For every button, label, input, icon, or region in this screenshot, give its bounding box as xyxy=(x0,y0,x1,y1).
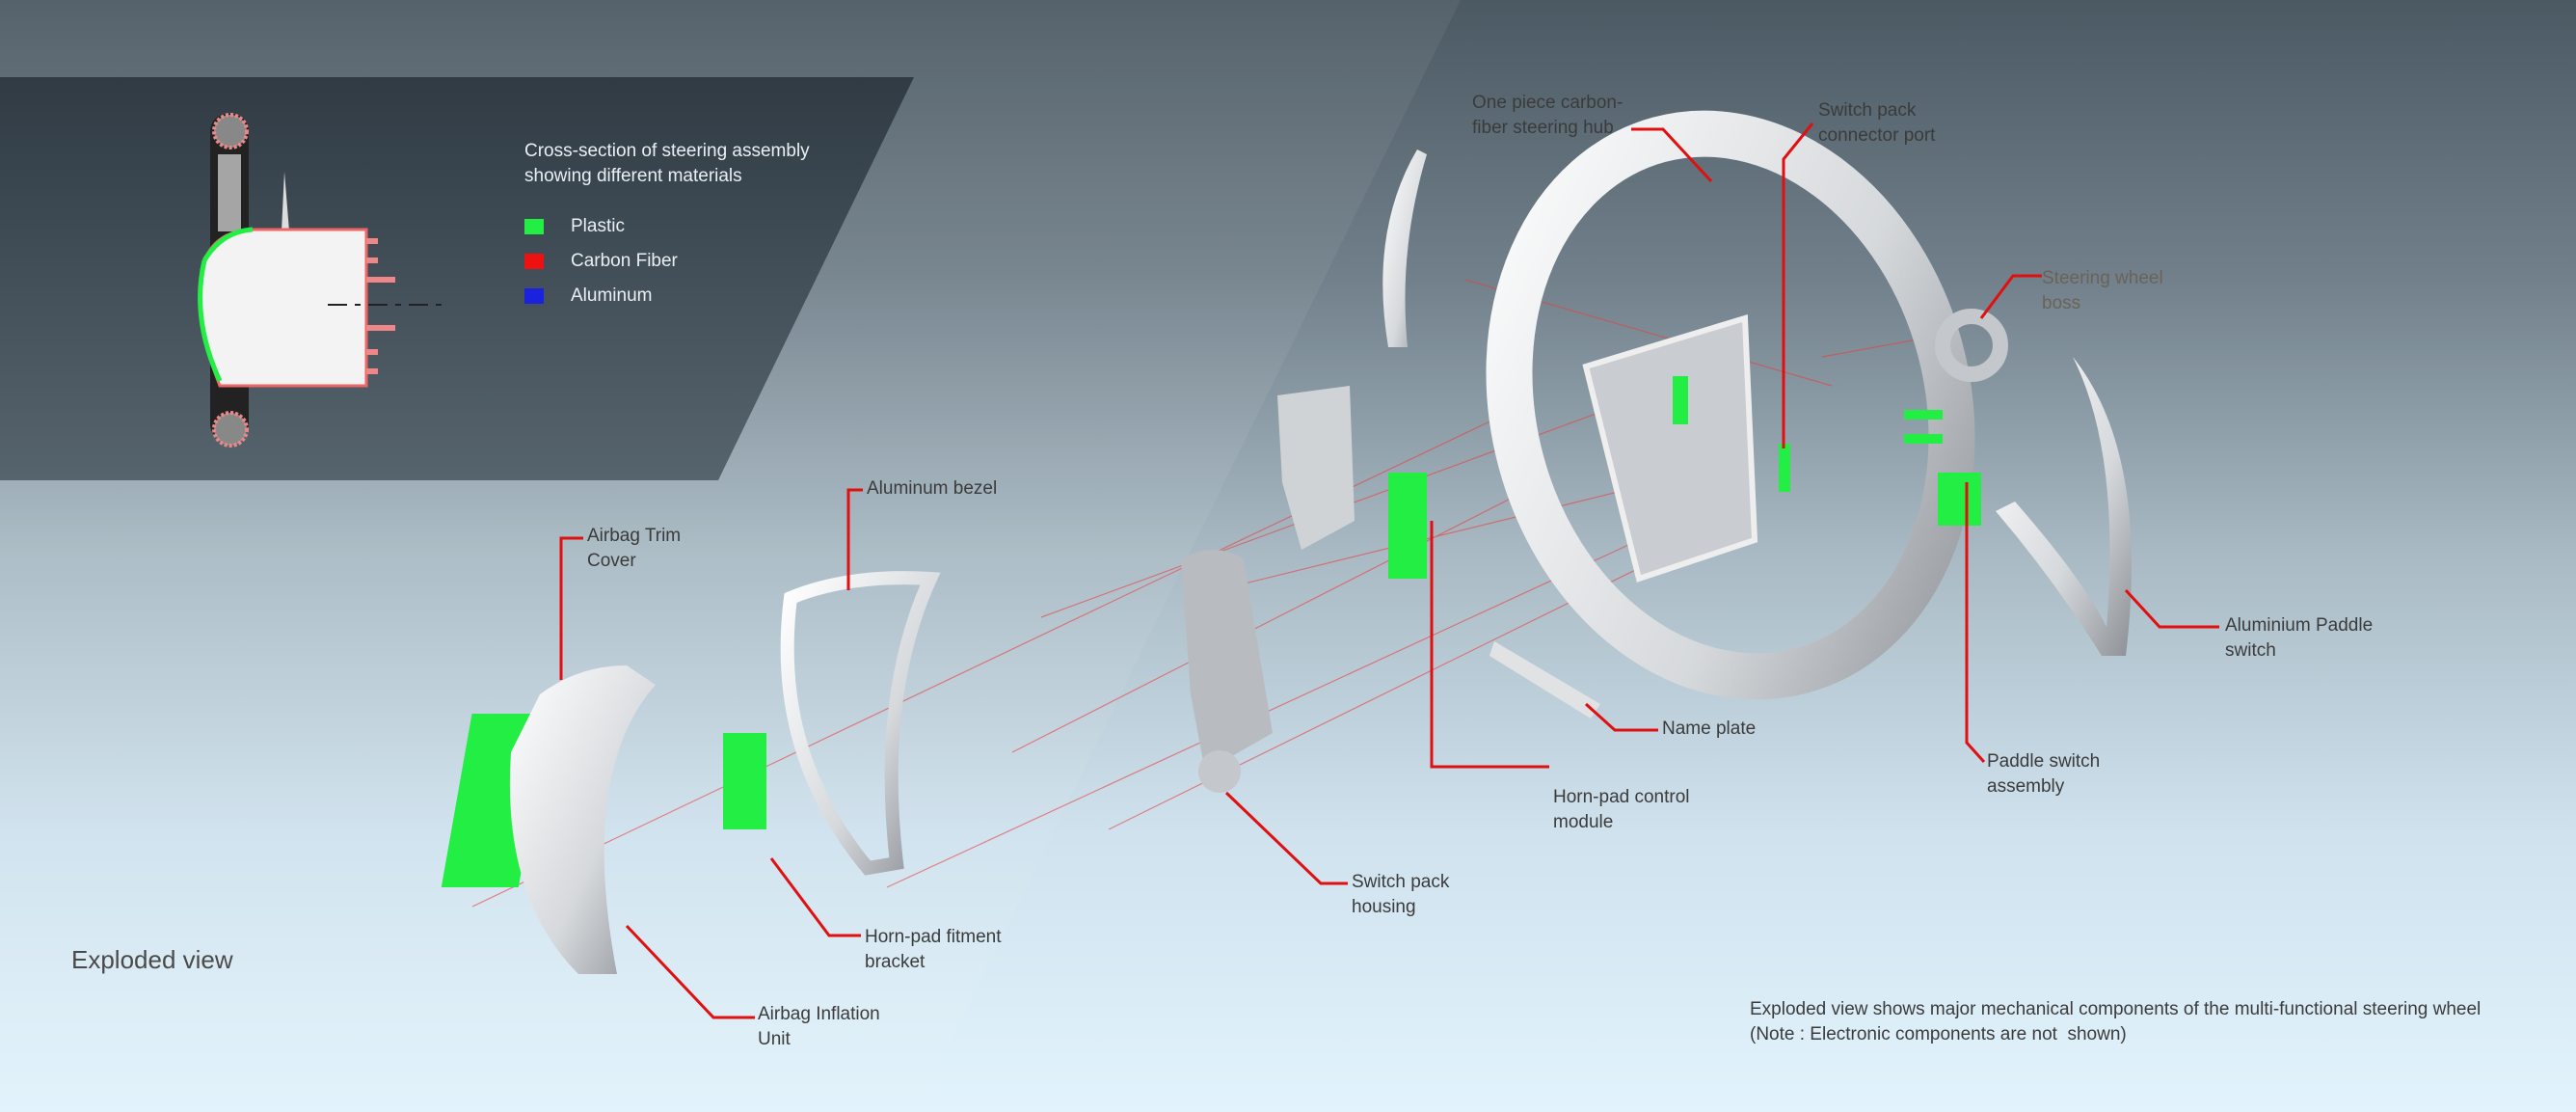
label-paddle-switch-assembly: Paddle switch assembly xyxy=(1987,751,2101,797)
aluminum-swatch xyxy=(524,288,544,304)
steering-wheel-boss xyxy=(1935,309,2008,382)
label-paddle-switch: Aluminium Paddle switch xyxy=(2225,615,2374,661)
label-name-plate: Name plate xyxy=(1662,719,1757,739)
aluminum-bezel xyxy=(780,571,941,876)
label-airbag-inflation-unit: Airbag Inflation Unit xyxy=(758,1004,880,1049)
paddle-switch xyxy=(1996,357,2132,656)
label-steering-wheel-boss: Steering wheel boss xyxy=(2042,268,2163,313)
label-aluminum-bezel: Aluminum bezel xyxy=(867,478,998,499)
label-connector-port: Switch pack connector port xyxy=(1818,100,1936,146)
label-airbag-trim-cover: Airbag Trim Cover xyxy=(587,526,682,571)
carbon-fiber-swatch xyxy=(524,254,544,269)
legend-label: Aluminum xyxy=(571,285,653,306)
label-fitment-bracket: Horn-pad fitment bracket xyxy=(865,927,1002,972)
legend-label: Carbon Fiber xyxy=(571,251,678,271)
label-switch-pack-housing: Switch pack housing xyxy=(1352,872,1450,917)
left-paddle xyxy=(1277,149,1427,550)
airbag-trim-cover xyxy=(509,665,656,974)
legend-aluminum: Aluminum xyxy=(524,285,652,307)
cross-section-title: Cross-section of steering assembly showi… xyxy=(524,141,810,186)
callout-leaders xyxy=(559,122,2219,1019)
legend-plastic: Plastic xyxy=(524,216,625,237)
switch-pack-housing xyxy=(1181,550,1273,793)
legend-label: Plastic xyxy=(571,216,625,236)
cross-section-drawing xyxy=(198,113,448,448)
view-title: Exploded view xyxy=(71,945,233,974)
label-horn-pad-module: Horn-pad control module xyxy=(1553,787,1690,832)
plastic-swatch xyxy=(524,219,544,234)
name-plate xyxy=(1489,641,1600,719)
steering-hub xyxy=(1486,110,1975,700)
label-steering-hub: One piece carbon- fiber steering hub xyxy=(1472,93,1623,138)
footnote: Exploded view shows major mechanical com… xyxy=(1750,999,2482,1044)
legend-carbon-fiber: Carbon Fiber xyxy=(524,251,678,272)
